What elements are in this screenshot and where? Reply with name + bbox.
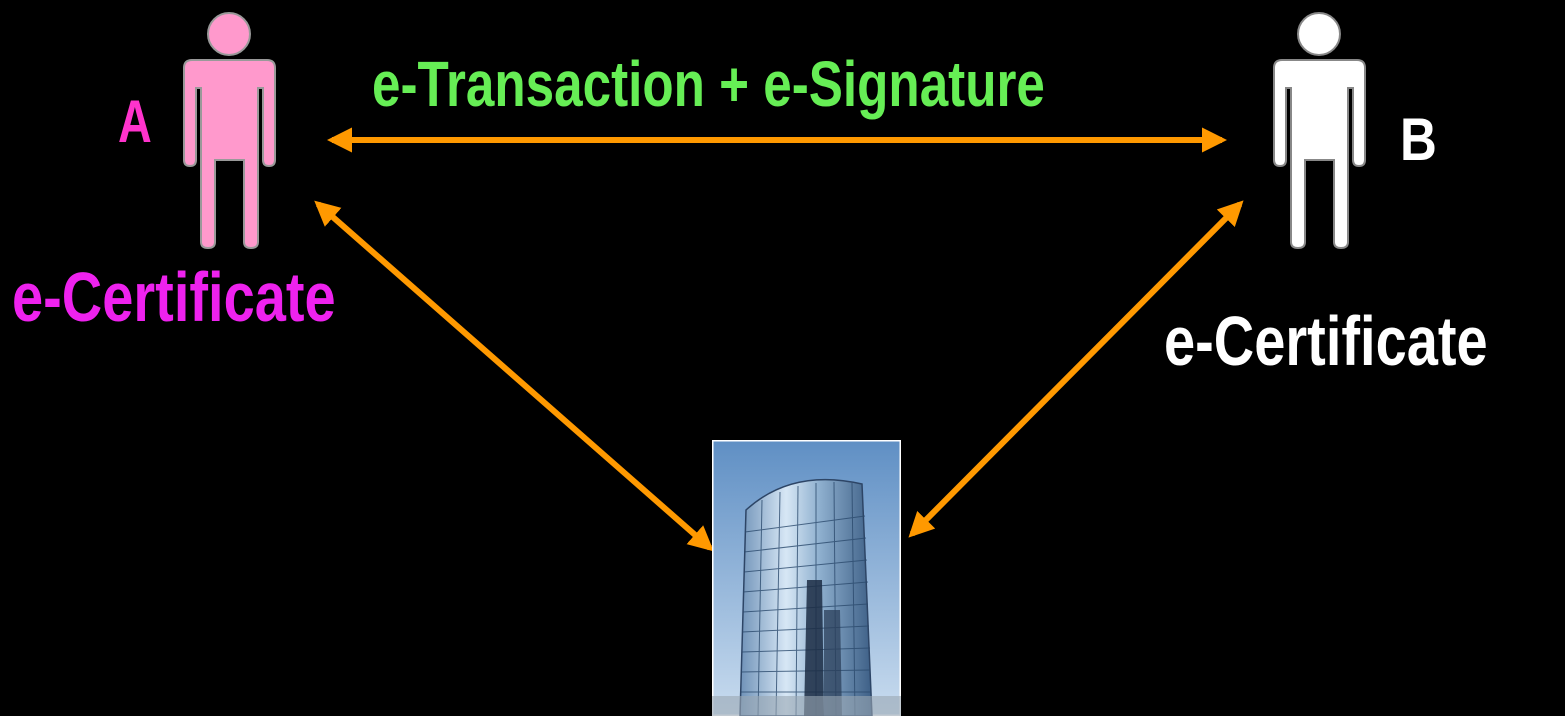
party-a-letter: A bbox=[118, 88, 152, 155]
person-b-icon bbox=[1273, 12, 1366, 250]
b-to-ca-arrow bbox=[908, 200, 1244, 538]
office-building-icon bbox=[712, 440, 901, 716]
transaction-label: e-Transaction + e-Signature bbox=[372, 48, 1045, 120]
a-to-ca-arrow bbox=[314, 200, 714, 552]
party-b-certificate-label: e-Certificate bbox=[1164, 302, 1488, 380]
party-a-certificate-label: e-Certificate bbox=[12, 258, 336, 336]
person-a-icon bbox=[183, 12, 276, 250]
party-b-letter: B bbox=[1400, 106, 1437, 173]
